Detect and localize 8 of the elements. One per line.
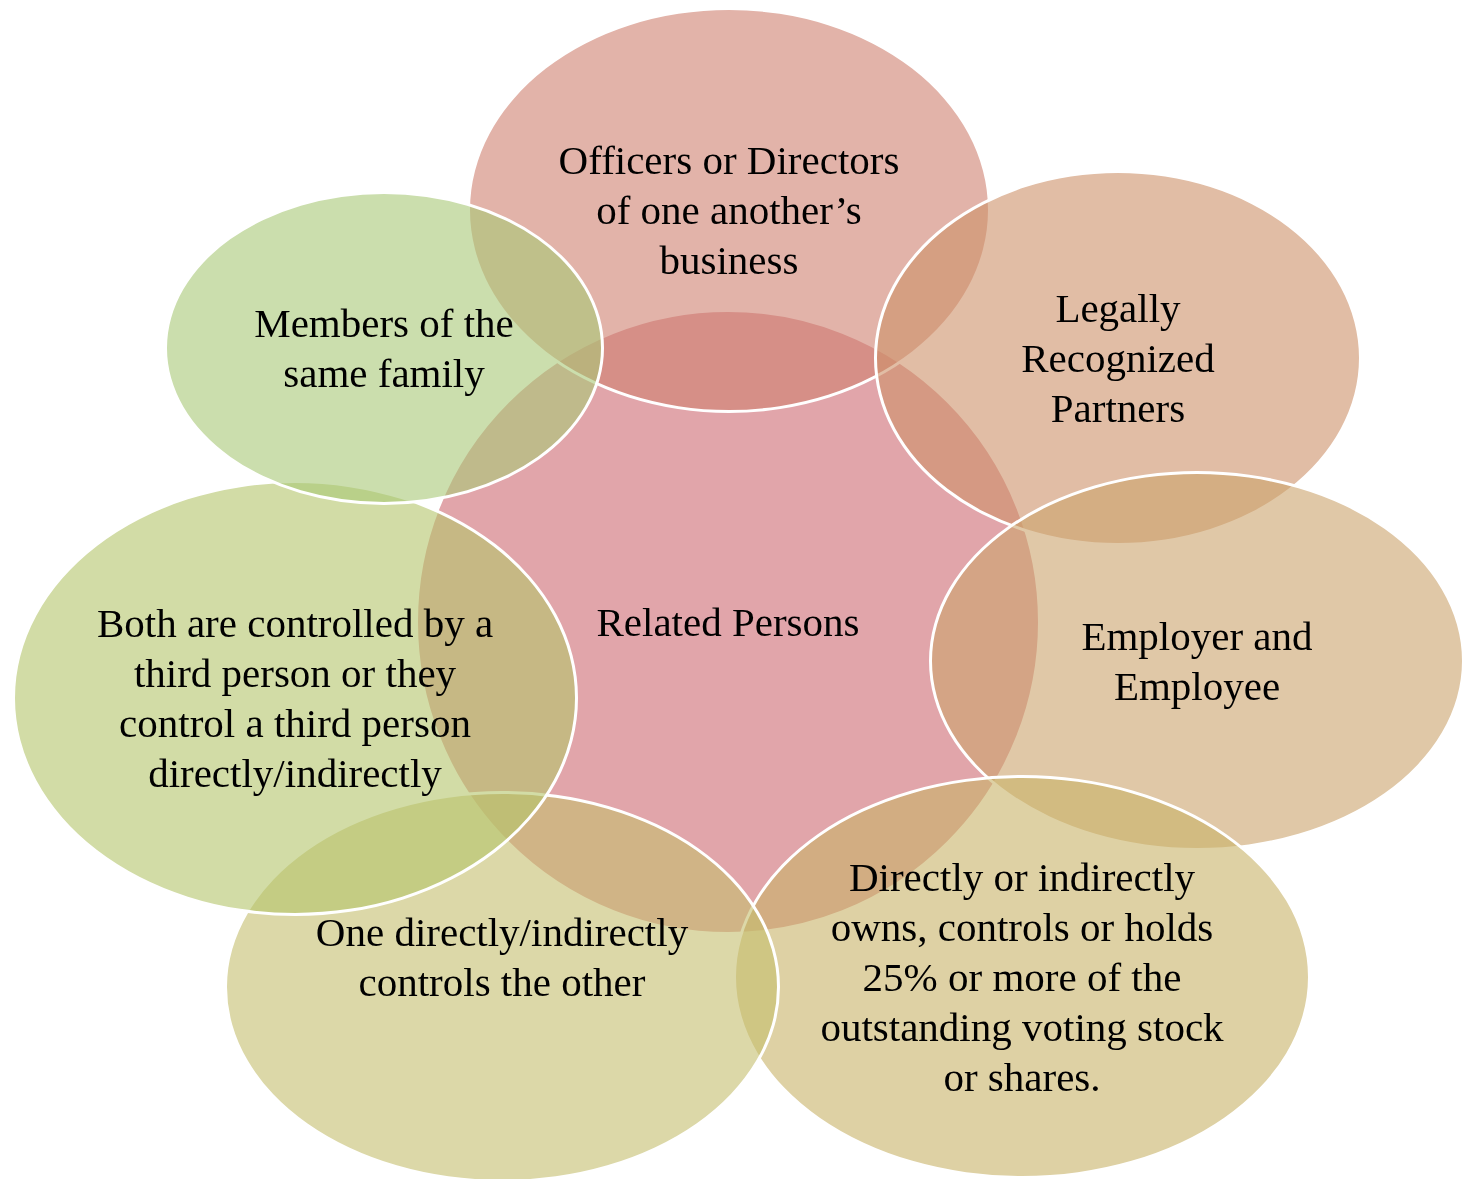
petal-label: Directly or indirectly owns, controls or holds 25% or more of the outstanding voting stock or shares.	[819, 853, 1225, 1102]
petal-label: Related Persons	[595, 598, 861, 647]
petal-label: Members of the same family	[254, 299, 514, 398]
petal-label: Legally Recognized Partners	[1020, 284, 1216, 433]
petal-label: One directly/indirectly controls the other	[314, 908, 690, 1007]
petal-label: Both are controlled by a third person or they control a third person directly/indirectly	[95, 599, 495, 798]
petal-label: Officers or Directors of one another’s business	[557, 136, 901, 285]
petal-label: Employer and Employee	[1080, 612, 1314, 711]
